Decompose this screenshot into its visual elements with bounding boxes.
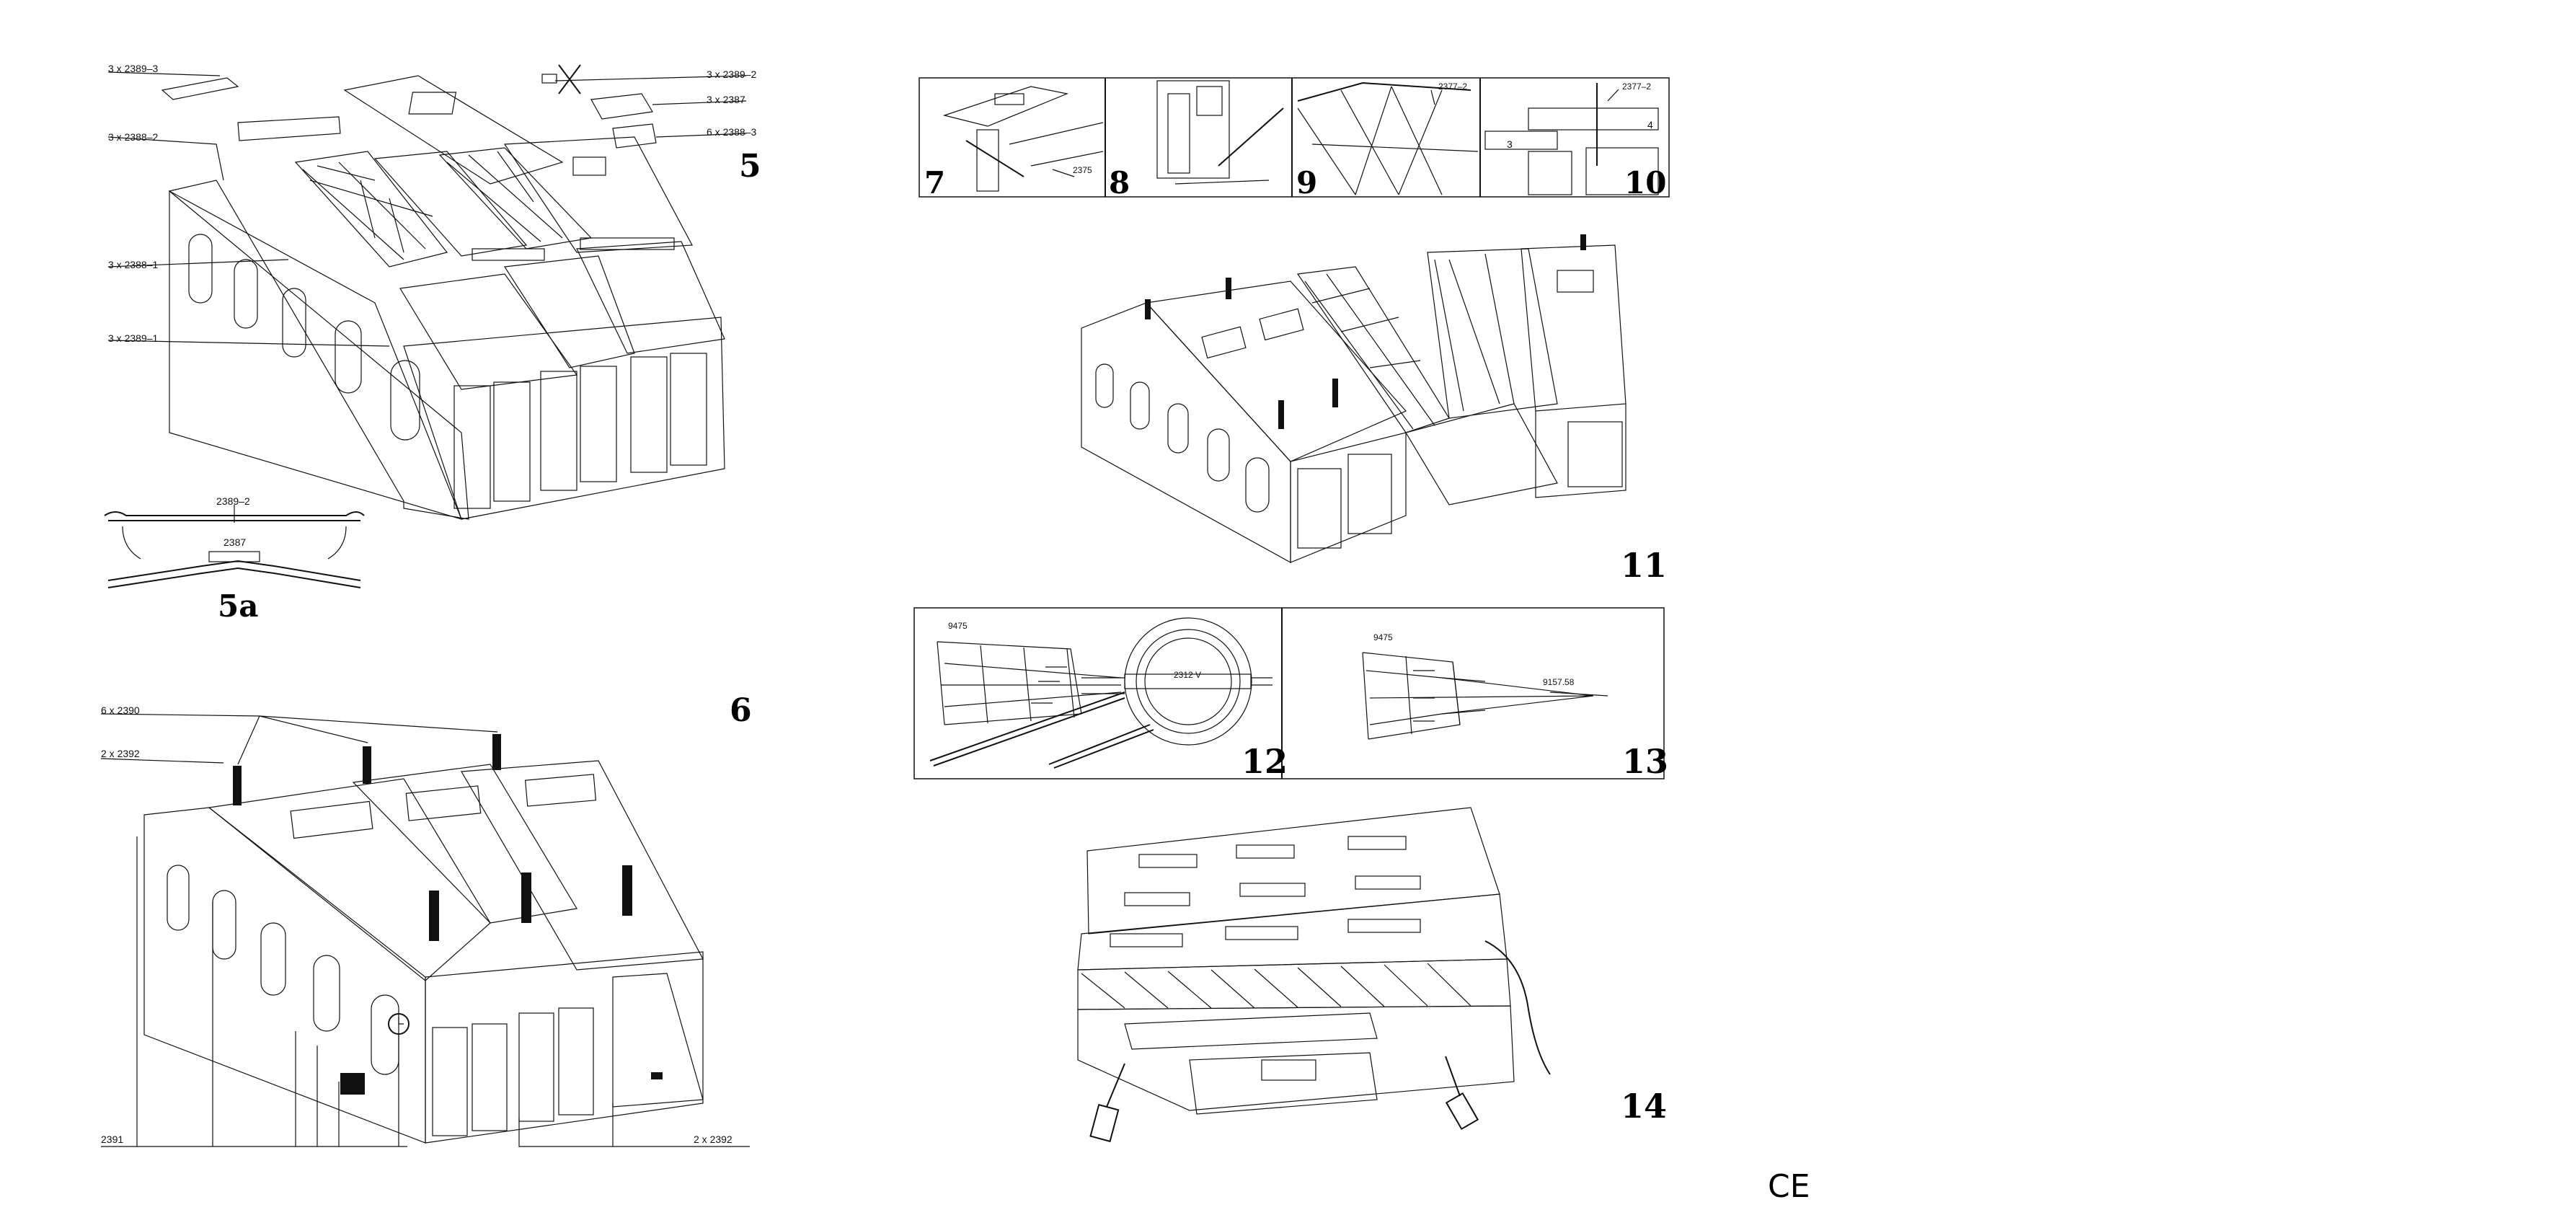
label-turntable-center: 2312 V <box>1174 670 1201 680</box>
fig6-arch-windows <box>167 865 399 1074</box>
label-2x2392-top: 2 x 2392 <box>101 748 140 759</box>
figure-11-roundhouse-without-roof: 11 <box>1081 234 1667 585</box>
figure-5-roof-assembly: 3 x 2389–3 3 x 2388–2 3 x 2388–1 3 x 238… <box>108 63 761 519</box>
step-number-7: 7 <box>924 165 945 200</box>
label-3x2388-1: 3 x 2388–1 <box>108 259 158 270</box>
fig6-front-doors <box>433 973 703 1136</box>
fig6-chimneys <box>233 734 632 941</box>
side-arch-windows <box>189 234 420 440</box>
label-3x2387: 3 x 2387 <box>707 94 745 105</box>
label-9475-fig12: 9475 <box>948 621 968 631</box>
step-number-8: 8 <box>1109 165 1130 200</box>
fig6-signal-post <box>651 1072 663 1079</box>
figures-7-10-detail-strip: 2375 7 8 2377–2 9 2377–2 <box>919 78 1669 200</box>
label-2377-2-fig9: 2377–2 <box>1438 81 1467 92</box>
step-number-5a: 5a <box>218 588 258 624</box>
roof-trusses <box>296 137 692 267</box>
label-number-4: 4 <box>1647 119 1653 131</box>
step-number-11: 11 <box>1621 546 1667 585</box>
step-number-14: 14 <box>1621 1087 1667 1126</box>
ce-mark: CE <box>1768 1168 1810 1205</box>
step-number-5: 5 <box>739 148 761 185</box>
figures-12-13-track-plans: 9475 2312 V 12 9475 9157.58 13 <box>914 608 1668 781</box>
part-roof-panel-left <box>162 78 238 100</box>
fig14-roof-top <box>1087 808 1500 934</box>
front-doors <box>454 353 707 508</box>
label-3x2388-2: 3 x 2388–2 <box>108 131 158 143</box>
roundhouse-front-face <box>404 317 725 519</box>
label-number-3: 3 <box>1507 138 1513 150</box>
label-6x2390: 6 x 2390 <box>101 704 140 716</box>
label-2389-2: 2389–2 <box>216 495 250 507</box>
figure-14-glue-assembly: 14 <box>1078 808 1667 1141</box>
step-number-9: 9 <box>1296 165 1317 200</box>
label-3x2389-1: 3 x 2389–1 <box>108 332 158 344</box>
fig6-roof-right <box>461 761 703 970</box>
fig6-roof-middle <box>353 764 577 923</box>
roundhouse-side-wall <box>169 191 461 519</box>
crossed-out-chimney-icon <box>542 65 580 94</box>
fig14-truss-band <box>1078 959 1510 1009</box>
fig6-side-wall <box>144 808 425 1143</box>
front-roof-middle <box>505 256 634 368</box>
label-9475-fig13: 9475 <box>1373 632 1393 642</box>
fig6-electrical-box <box>340 1073 365 1095</box>
label-2x2392-bottom: 2 x 2392 <box>694 1134 732 1145</box>
step-number-6: 6 <box>730 692 752 729</box>
glue-tube-right-icon <box>1446 1056 1478 1129</box>
part-window-strip <box>238 117 340 141</box>
roundhouse-back-wall <box>169 180 469 519</box>
label-2375: 2375 <box>1073 165 1092 175</box>
part-skylight <box>409 92 456 114</box>
label-2391: 2391 <box>101 1134 123 1145</box>
figure-5a-roof-profile: 2389–2 2387 5a <box>105 495 364 624</box>
fig11-side-wall <box>1081 303 1291 562</box>
label-3x2389-3: 3 x 2389–3 <box>108 63 158 74</box>
fig11-roof-left <box>1146 281 1406 461</box>
step-number-12: 12 <box>1241 742 1288 781</box>
figure-6-finished-roundhouse: 6 <box>101 692 752 1146</box>
part-vent-small <box>613 124 656 148</box>
part-skylight-separate <box>591 94 652 119</box>
front-roof-left <box>400 274 577 389</box>
label-9157-58: 9157.58 <box>1543 677 1575 687</box>
label-6x2388-3: 6 x 2388–3 <box>707 126 756 138</box>
fig14-base-interior <box>1078 1006 1514 1110</box>
figure-5-leaders <box>108 72 746 346</box>
fig11-windows <box>1096 364 1269 512</box>
label-2387: 2387 <box>223 536 246 548</box>
label-3x2389-2: 3 x 2389–2 <box>707 69 756 80</box>
step-number-10: 10 <box>1624 165 1666 200</box>
step-number-13: 13 <box>1622 742 1668 781</box>
glue-tube-left-icon <box>1091 1064 1125 1141</box>
label-2377-2-fig10: 2377–2 <box>1622 81 1651 92</box>
